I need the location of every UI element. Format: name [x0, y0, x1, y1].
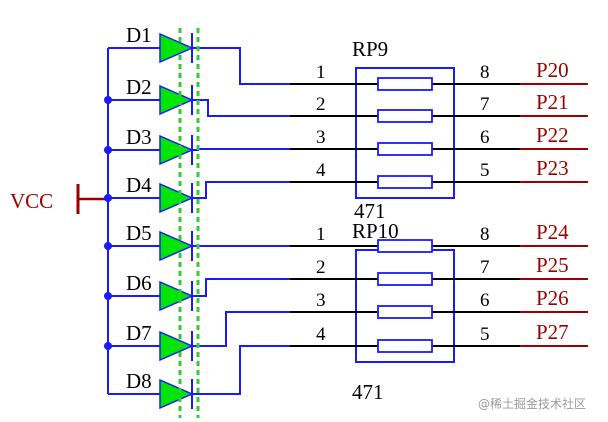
- vcc-label: VCC: [10, 189, 53, 213]
- led-triangle: [159, 84, 194, 116]
- led-d2: [159, 84, 194, 116]
- resistor-element: [377, 77, 433, 91]
- pin-number-left: 2: [316, 94, 326, 115]
- net-label-p25: P25: [536, 253, 569, 277]
- led-triangle: [159, 182, 194, 214]
- led-d7: [159, 330, 194, 362]
- cathode-wire-d8: [192, 345, 290, 395]
- pin-number-left: 1: [316, 224, 326, 245]
- junction-dot: [104, 146, 112, 154]
- resistor-element: [377, 175, 433, 189]
- led-d5: [159, 230, 194, 262]
- pin-number-left: 3: [316, 290, 326, 311]
- wiring: [76, 47, 588, 395]
- net-label-p26: P26: [536, 286, 569, 310]
- led-triangle: [159, 280, 194, 312]
- pin-number-right: 7: [480, 257, 490, 278]
- net-label-p22: P22: [536, 123, 569, 147]
- net-label-p24: P24: [536, 220, 569, 244]
- pack-ref-rp10: RP10: [352, 219, 399, 243]
- net-label-p27: P27: [536, 320, 569, 344]
- pack-outline: [355, 67, 455, 199]
- diode-label-d1: D1: [126, 23, 152, 47]
- pin-number-left: 4: [316, 160, 326, 181]
- pin-number-right: 8: [480, 62, 490, 83]
- resistor-element: [377, 109, 433, 123]
- pin-number-right: 8: [480, 224, 490, 245]
- junction-dot: [104, 194, 112, 202]
- led-triangle: [159, 330, 194, 362]
- junction-dot: [104, 96, 112, 104]
- resistor-element: [377, 305, 433, 319]
- pin-number-right: 5: [480, 160, 490, 181]
- led-triangle: [159, 32, 194, 64]
- overlapped-value-label: 471: [354, 199, 386, 223]
- junction-dot: [104, 292, 112, 300]
- led-triangle: [159, 134, 194, 166]
- resistor-pack-rp9: [290, 67, 520, 199]
- diode-label-d5: D5: [126, 221, 152, 245]
- net-label-p21: P21: [536, 90, 569, 114]
- cathode-wire-d2: [192, 99, 290, 117]
- led-triangle: [159, 230, 194, 262]
- led-d6: [159, 280, 194, 312]
- led-d3: [159, 134, 194, 166]
- diode-label-d4: D4: [126, 173, 152, 197]
- pin-number-left: 1: [316, 62, 326, 83]
- led-triangle: [159, 378, 194, 410]
- net-label-p20: P20: [536, 58, 569, 82]
- pin-number-left: 2: [316, 257, 326, 278]
- resistor-element: [377, 142, 433, 156]
- junction-dot: [104, 342, 112, 350]
- pin-number-right: 6: [480, 290, 490, 311]
- resistor-element: [377, 239, 433, 253]
- led-d4: [159, 182, 194, 214]
- diode-label-d3: D3: [126, 125, 152, 149]
- pin-number-right: 5: [480, 324, 490, 345]
- components: [104, 28, 520, 418]
- pin-number-left: 4: [316, 324, 326, 345]
- pin-number-right: 7: [480, 94, 490, 115]
- cathode-wire-d7: [192, 311, 290, 347]
- pack-value-rp10: 471: [352, 380, 384, 404]
- pin-number-left: 3: [316, 127, 326, 148]
- diode-label-d6: D6: [126, 271, 152, 295]
- diode-label-d7: D7: [126, 321, 152, 345]
- net-label-p23: P23: [536, 156, 569, 180]
- led-d1: [159, 32, 194, 64]
- resistor-element: [377, 272, 433, 286]
- diode-label-d8: D8: [126, 369, 152, 393]
- cathode-wire-d4: [192, 181, 290, 199]
- resistor-pack-rp10: [290, 239, 520, 363]
- cathode-wire-d6: [192, 278, 290, 297]
- watermark: @稀土掘金技术社区: [478, 396, 586, 411]
- cathode-wire-d3: [192, 148, 290, 151]
- pack-ref-rp9: RP9: [352, 37, 388, 61]
- junction-dot: [104, 242, 112, 250]
- diode-label-d2: D2: [126, 75, 152, 99]
- led-d8: [159, 378, 194, 410]
- cathode-wire-d1: [192, 47, 290, 85]
- pin-number-right: 6: [480, 127, 490, 148]
- resistor-element: [377, 339, 433, 353]
